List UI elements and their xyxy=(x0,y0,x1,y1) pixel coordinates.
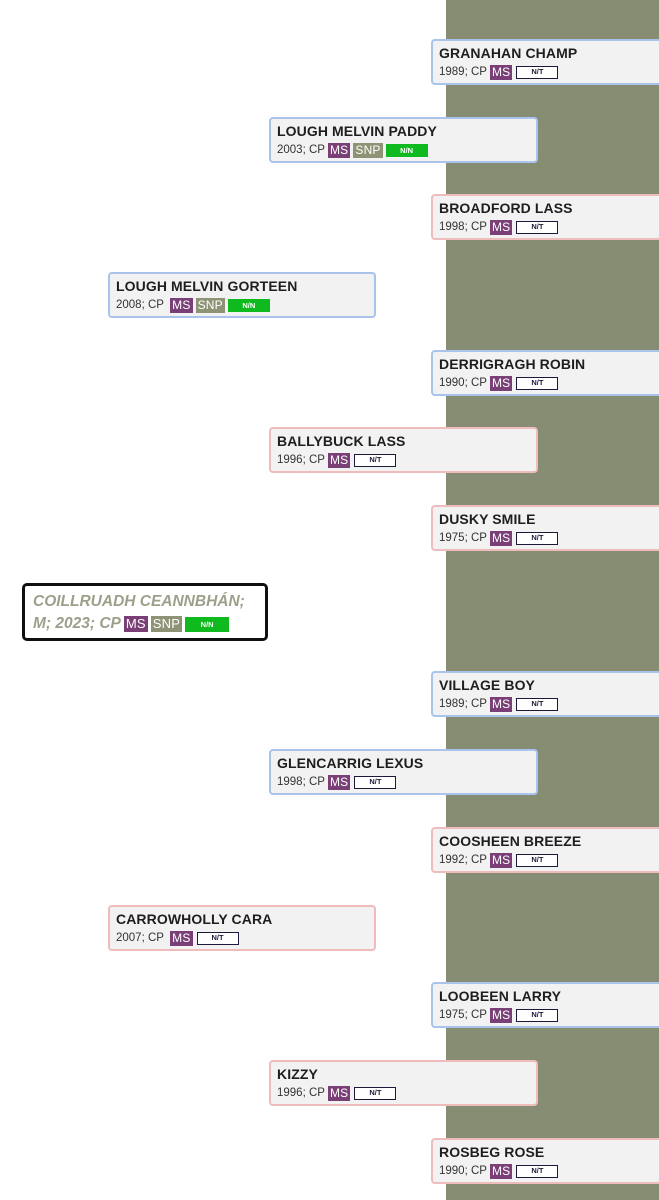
genotype-badge: N/T xyxy=(516,221,559,234)
ancestor-name: VILLAGE BOY xyxy=(439,677,535,693)
paternal-grandsire-details: 2003; CP xyxy=(277,144,325,156)
sire-meta: 2008; CP MS SNP N/N xyxy=(116,298,368,313)
ms-badge: MS xyxy=(489,853,513,868)
gen3-ancestor-3-card[interactable]: DERRIGRAGH ROBIN 1990; CP MS N/T xyxy=(431,350,659,396)
ancestor-details: 1975; CP xyxy=(439,532,487,544)
genotype-badge: N/T xyxy=(196,932,239,945)
ancestor-meta: 1975; CP MS N/T xyxy=(439,1008,657,1023)
maternal-grandsire-card[interactable]: GLENCARRIG LEXUS 1998; CP MS N/T xyxy=(269,749,538,795)
sire-details: 2008; CP xyxy=(116,299,164,311)
paternal-granddam-details: 1996; CP xyxy=(277,454,325,466)
ancestor-meta: 1990; CP MS N/T xyxy=(439,376,657,391)
paternal-granddam-card[interactable]: BALLYBUCK LASS 1996; CP MS N/T xyxy=(269,427,538,473)
paternal-granddam-name: BALLYBUCK LASS xyxy=(277,433,406,449)
ancestor-details: 1989; CP xyxy=(439,66,487,78)
ancestor-name: GRANAHAN CHAMP xyxy=(439,45,578,61)
genotype-badge: N/N xyxy=(185,616,230,632)
genotype-badge: N/T xyxy=(516,377,559,390)
genotype-badge: N/T xyxy=(354,454,397,467)
gen3-ancestor-5-card[interactable]: VILLAGE BOY 1989; CP MS N/T xyxy=(431,671,659,717)
paternal-granddam-meta: 1996; CP MS N/T xyxy=(277,453,530,468)
ancestor-details: 1975; CP xyxy=(439,1009,487,1021)
paternal-grandsire-card[interactable]: LOUGH MELVIN PADDY 2003; CP MS SNP N/N xyxy=(269,117,538,163)
ancestor-meta: 1975; CP MS N/T xyxy=(439,531,657,546)
gen3-ancestor-8-card[interactable]: ROSBEG ROSE 1990; CP MS N/T xyxy=(431,1138,659,1184)
maternal-granddam-card[interactable]: KIZZY 1996; CP MS N/T xyxy=(269,1060,538,1106)
genotype-badge: N/N xyxy=(227,299,270,312)
gen3-ancestor-4-card[interactable]: DUSKY SMILE 1975; CP MS N/T xyxy=(431,505,659,551)
maternal-granddam-details: 1996; CP xyxy=(277,1087,325,1099)
ms-badge: MS xyxy=(489,65,513,80)
ancestor-name: LOOBEEN LARRY xyxy=(439,988,562,1004)
ancestor-meta: 1992; CP MS N/T xyxy=(439,853,657,868)
ancestor-name: BROADFORD LASS xyxy=(439,200,573,216)
subject-line-1: COILLRUADH CEANNBHÁN; xyxy=(33,591,257,613)
subject-details: M; 2023; CP xyxy=(33,615,121,632)
ms-badge: MS xyxy=(327,453,351,468)
ms-badge: MS xyxy=(327,143,351,158)
ancestor-meta: 1990; CP MS N/T xyxy=(439,1164,657,1179)
ancestor-meta: 1998; CP MS N/T xyxy=(439,220,657,235)
ancestor-meta: 1989; CP MS N/T xyxy=(439,65,657,80)
ms-badge: MS xyxy=(327,775,351,790)
ms-badge: MS xyxy=(489,697,513,712)
ms-badge: MS xyxy=(489,1164,513,1179)
gen3-ancestor-2-card[interactable]: BROADFORD LASS 1998; CP MS N/T xyxy=(431,194,659,240)
ancestor-details: 1990; CP xyxy=(439,1165,487,1177)
maternal-grandsire-meta: 1998; CP MS N/T xyxy=(277,775,530,790)
genotype-badge: N/T xyxy=(516,1009,559,1022)
ms-badge: MS xyxy=(170,931,193,946)
maternal-grandsire-details: 1998; CP xyxy=(277,776,325,788)
genotype-badge: N/T xyxy=(516,698,559,711)
snp-badge: SNP xyxy=(353,143,383,158)
sire-name: LOUGH MELVIN GORTEEN xyxy=(116,278,298,294)
gen3-ancestor-7-card[interactable]: LOOBEEN LARRY 1975; CP MS N/T xyxy=(431,982,659,1028)
ms-badge: MS xyxy=(489,220,513,235)
dam-details: 2007; CP xyxy=(116,932,164,944)
subject-line-2: M; 2023; CP MS SNP N/N xyxy=(33,613,257,635)
ancestor-details: 1989; CP xyxy=(439,698,487,710)
genotype-badge: N/T xyxy=(354,776,397,789)
subject-name: COILLRUADH CEANNBHÁN; xyxy=(33,593,245,610)
maternal-grandsire-name: GLENCARRIG LEXUS xyxy=(277,755,424,771)
maternal-granddam-meta: 1996; CP MS N/T xyxy=(277,1086,530,1101)
genotype-badge: N/T xyxy=(516,1165,559,1178)
ms-badge: MS xyxy=(170,298,193,313)
ms-badge: MS xyxy=(489,531,513,546)
subject-card[interactable]: COILLRUADH CEANNBHÁN; M; 2023; CP MS SNP… xyxy=(22,583,268,641)
genotype-badge: N/T xyxy=(516,532,559,545)
ms-badge: MS xyxy=(327,1086,351,1101)
snp-badge: SNP xyxy=(195,298,225,313)
ancestor-details: 1990; CP xyxy=(439,377,487,389)
genotype-badge: N/T xyxy=(354,1087,397,1100)
ms-badge: MS xyxy=(123,616,148,632)
paternal-grandsire-name: LOUGH MELVIN PADDY xyxy=(277,123,437,139)
gen3-ancestor-1-card[interactable]: GRANAHAN CHAMP 1989; CP MS N/T xyxy=(431,39,659,85)
genotype-badge: N/T xyxy=(516,854,559,867)
ms-badge: MS xyxy=(489,376,513,391)
gen3-ancestor-6-card[interactable]: COOSHEEN BREEZE 1992; CP MS N/T xyxy=(431,827,659,873)
snp-badge: SNP xyxy=(150,616,183,632)
ancestor-details: 1998; CP xyxy=(439,221,487,233)
dam-card[interactable]: CARROWHOLLY CARA 2007; CP MS N/T xyxy=(108,905,376,951)
ancestor-name: DUSKY SMILE xyxy=(439,511,536,527)
ancestor-name: ROSBEG ROSE xyxy=(439,1144,545,1160)
genotype-badge: N/N xyxy=(385,144,428,157)
paternal-grandsire-meta: 2003; CP MS SNP N/N xyxy=(277,143,530,158)
dam-meta: 2007; CP MS N/T xyxy=(116,931,368,946)
ancestor-meta: 1989; CP MS N/T xyxy=(439,697,657,712)
ancestor-details: 1992; CP xyxy=(439,854,487,866)
ancestor-name: COOSHEEN BREEZE xyxy=(439,833,582,849)
ms-badge: MS xyxy=(489,1008,513,1023)
maternal-granddam-name: KIZZY xyxy=(277,1066,318,1082)
dam-name: CARROWHOLLY CARA xyxy=(116,911,273,927)
sire-card[interactable]: LOUGH MELVIN GORTEEN 2008; CP MS SNP N/N xyxy=(108,272,376,318)
genotype-badge: N/T xyxy=(516,66,559,79)
ancestor-name: DERRIGRAGH ROBIN xyxy=(439,356,586,372)
